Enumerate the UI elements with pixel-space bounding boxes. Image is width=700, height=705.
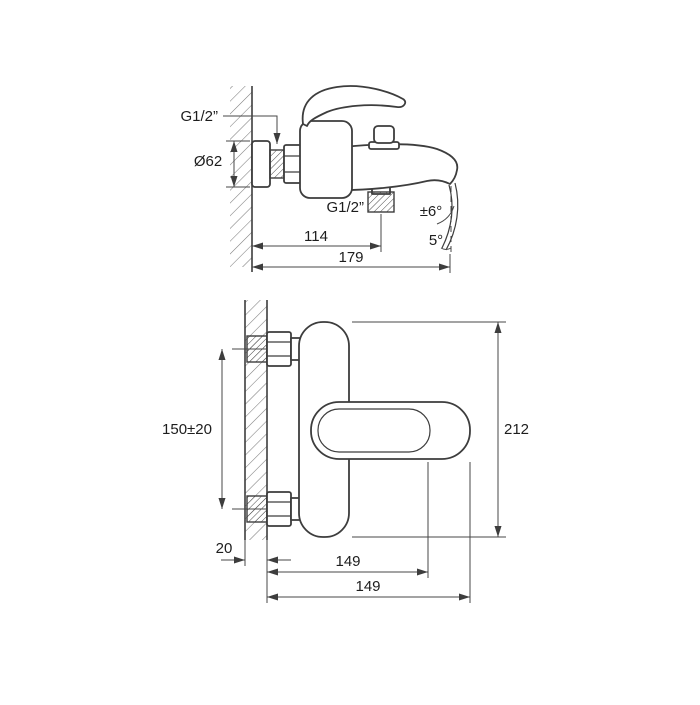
- arc-angle-5: [440, 247, 452, 250]
- faucet-body-side: [299, 120, 353, 199]
- label-thread-shower: G1/2”: [326, 199, 364, 216]
- handle-lever-front: [310, 401, 471, 460]
- label-wall-thickness: 20: [216, 540, 233, 557]
- handle-inner-contour: [317, 408, 431, 453]
- label-flange-diameter: Ø62: [194, 153, 222, 170]
- label-reach-inner: 149: [335, 553, 360, 570]
- mounting-nut-top: [266, 331, 292, 367]
- mounting-nut-bottom: [266, 491, 292, 527]
- wall-connection-thread: [269, 149, 285, 179]
- connection-nut: [283, 144, 302, 184]
- wall-hatch-side: [230, 86, 252, 267]
- front-view: 150±20 212 20 149 149: [162, 300, 529, 603]
- label-spout-reach: 179: [338, 249, 363, 266]
- water-stream: [441, 184, 453, 249]
- label-stream-angle: 5°: [429, 232, 443, 249]
- water-stream: [445, 182, 459, 251]
- diverter-knob: [373, 125, 395, 144]
- label-reach-outer: 149: [355, 578, 380, 595]
- label-outlet-offset: 114: [304, 228, 328, 245]
- escutcheon-flange: [251, 140, 271, 188]
- spout: [343, 143, 459, 191]
- side-view: G1/2” Ø62 G1/2” 114 179 ±6° 5°: [180, 85, 459, 273]
- label-mounting-distance: 150±20: [162, 421, 212, 438]
- leader-thread-wall: [223, 115, 281, 144]
- shower-outlet-thread: [367, 191, 395, 213]
- label-total-height: 212: [504, 421, 529, 438]
- handle-lever-side: [301, 85, 407, 127]
- arc-angle-tolerance: [436, 205, 455, 225]
- label-stream-angle-tolerance: ±6°: [420, 203, 443, 220]
- label-thread-wall: G1/2”: [180, 108, 218, 125]
